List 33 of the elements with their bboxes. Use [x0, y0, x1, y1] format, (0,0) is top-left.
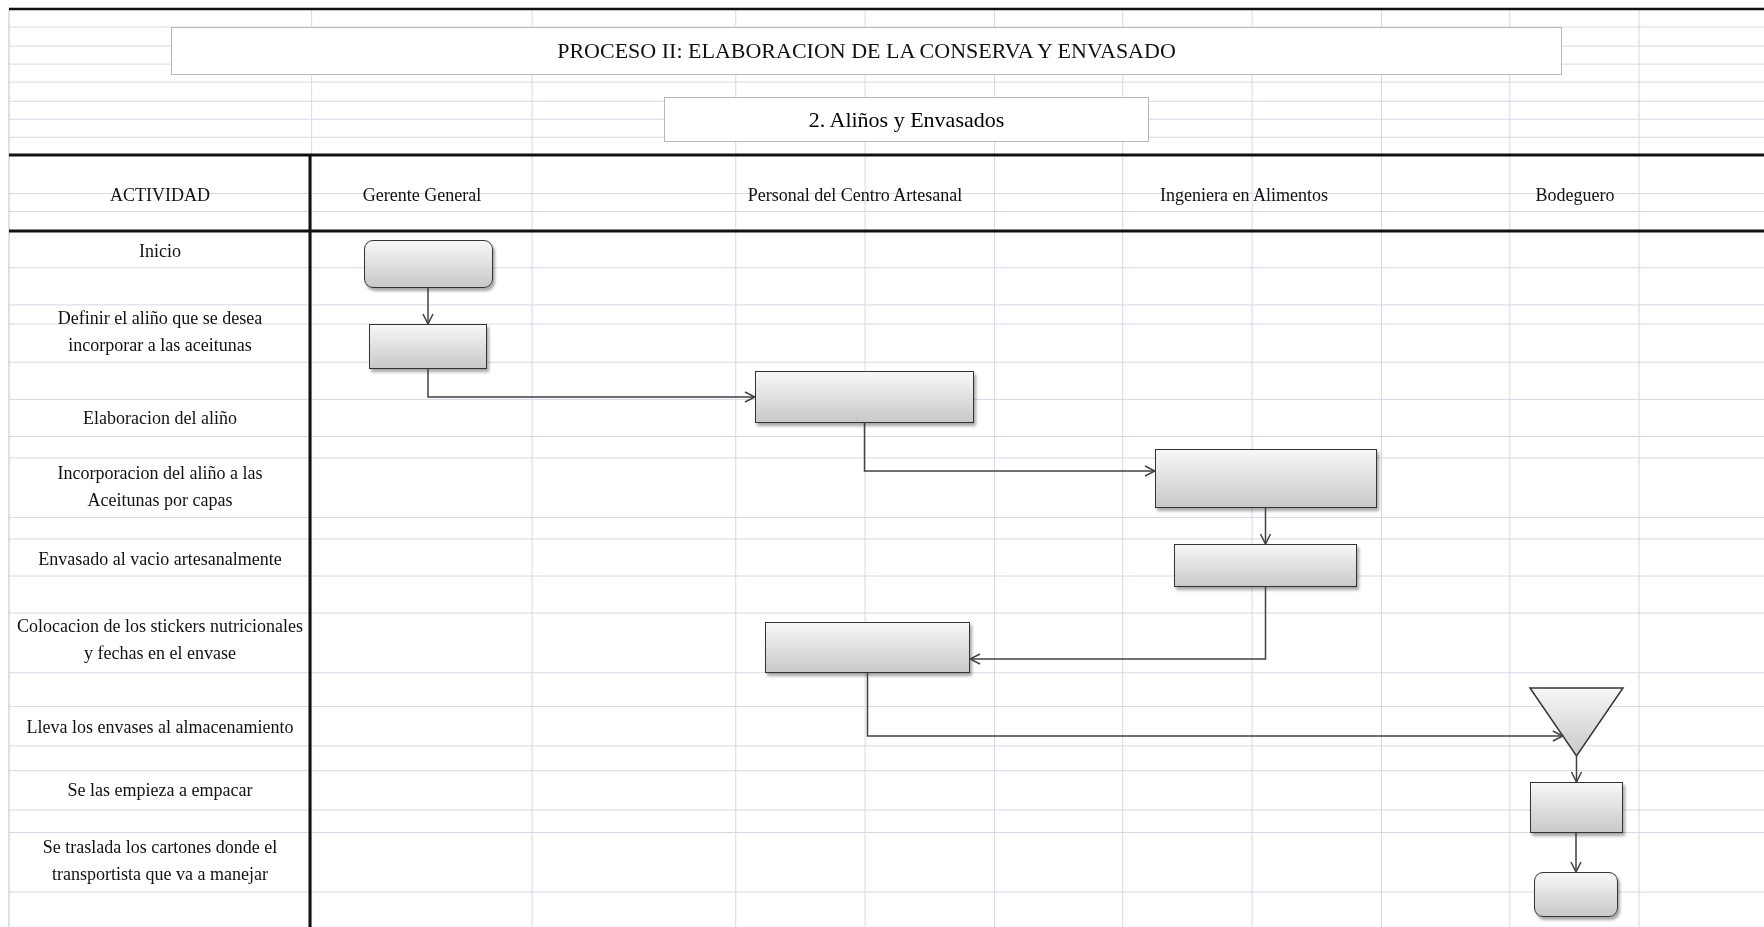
terminal-box [364, 240, 493, 288]
arrow [422, 287, 434, 325]
arrow [1570, 832, 1582, 873]
column-header: Gerente General [361, 183, 483, 207]
activity-label: Colocacion de los stickers nutricionales y fechas en el envase [16, 615, 304, 665]
activity-label: Se las empieza a empacar [66, 778, 254, 802]
process-box [755, 371, 974, 423]
activity-label: Incorporacion del aliño a las Aceitunas por capas [56, 462, 264, 512]
activity-label: Se traslada los cartones donde el transportista que va a manejar [41, 836, 279, 886]
arrow [863, 422, 1156, 477]
activity-label: Definir el aliño que se desea incorporar a las aceitunas [56, 307, 264, 357]
activity-label: Elaboracion del aliño [82, 406, 238, 430]
arrow [969, 586, 1267, 665]
activity-label: Inicio [138, 239, 182, 263]
terminal-box [1534, 872, 1618, 917]
process-box [369, 324, 487, 369]
process-box [1155, 449, 1377, 508]
column-header: Personal del Centro Artesanal [746, 183, 964, 207]
title: PROCESO II: ELABORACION DE LA CONSERVA Y ENVASADO [557, 38, 1176, 64]
subtitle: 2. Aliños y Envasados [808, 106, 1005, 133]
arrow [427, 368, 756, 403]
activity-label: Lleva los envases al almacenamiento [25, 715, 295, 739]
process-box [1530, 782, 1623, 833]
column-header: Bodeguero [1534, 183, 1616, 207]
process-box [765, 622, 970, 673]
arrow [1259, 507, 1272, 545]
column-header: Ingeniera en Alimentos [1159, 183, 1329, 207]
activity-label: Envasado al vacio artesanalmente [37, 547, 283, 571]
storage-triangle [1530, 688, 1623, 756]
column-header: ACTIVIDAD [109, 183, 211, 207]
process-box [1174, 544, 1357, 587]
arrow [1570, 755, 1583, 783]
arrow [866, 672, 1564, 742]
